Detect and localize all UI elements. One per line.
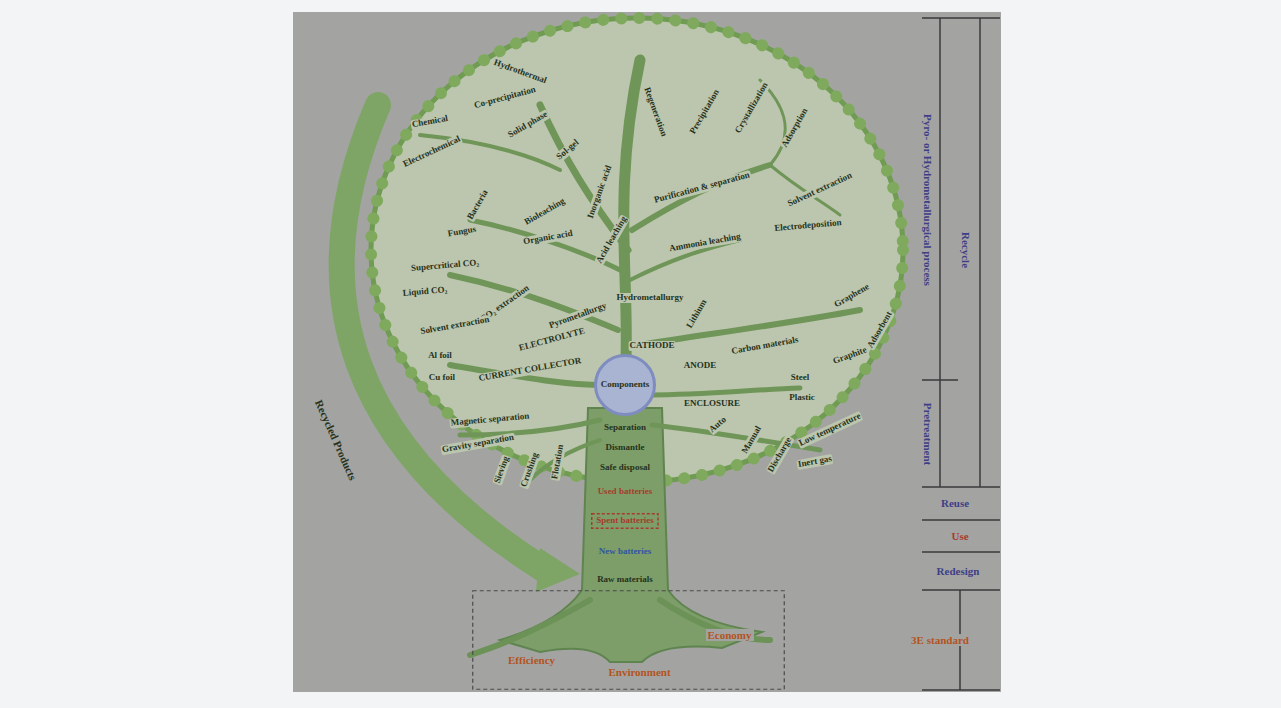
- stage-box: Spent batteries: [591, 513, 659, 529]
- branch-label: Pretreatment: [922, 402, 934, 467]
- branch-label: Graphite: [831, 345, 869, 367]
- branch-label: Precipitation: [688, 87, 722, 137]
- branch-label: Recycled Products: [312, 397, 359, 483]
- branch-label: Sieving: [492, 454, 512, 486]
- branch-label: Electrodeposition: [773, 218, 843, 234]
- branch-label: Cu foil: [428, 373, 456, 383]
- component-circle: Components: [594, 354, 656, 416]
- branch-label: Co-precipitation: [472, 85, 538, 111]
- branch-label: Safe disposal: [599, 463, 651, 473]
- stage-bracket: [922, 18, 1000, 690]
- stage-label: Spent batteries: [596, 516, 654, 526]
- tree-part: [371, 18, 903, 482]
- branch-label: Carbon materials: [730, 335, 800, 357]
- branch-label: Fungus: [446, 224, 478, 239]
- branch-label: Chemical: [410, 114, 450, 130]
- branch-label: Redesign: [936, 565, 981, 577]
- branch-label: CURRENT COLLECTOR: [477, 356, 583, 384]
- tree-part: [979, 18, 981, 487]
- tree-part: [371, 18, 903, 482]
- branch-label: Lithium: [684, 297, 709, 331]
- branch-label: Discharge: [766, 435, 795, 475]
- canopy: [371, 18, 903, 482]
- tree-part: [939, 18, 941, 380]
- tree-part: [470, 600, 770, 655]
- tree-part: [922, 589, 1000, 591]
- tree-part: [922, 17, 1000, 19]
- branch-label: Used batteries: [597, 487, 654, 497]
- branch-label: CATHODE: [629, 341, 676, 351]
- branch-label: Plastic: [788, 393, 816, 403]
- branch-label: Purification & separation: [652, 170, 752, 206]
- tree-part: [650, 388, 800, 395]
- branch-label: Adsorption: [779, 106, 810, 150]
- picture-ground: [293, 12, 1001, 692]
- branch-label: Al foil: [427, 351, 453, 361]
- root-label: Economy: [706, 629, 754, 641]
- branch-label: Hydrometallurgy: [616, 293, 685, 303]
- circle-label: Components: [601, 380, 650, 390]
- branch-label: Adsorbent: [865, 309, 895, 351]
- branch-label: Crushing: [519, 450, 541, 489]
- branch-label: Raw materials: [596, 575, 654, 585]
- tree-part: [536, 548, 580, 592]
- branch-label: Liquid CO₂: [401, 285, 448, 299]
- branch-label: Solvent extraction: [419, 315, 491, 337]
- branch-label: Electrochemical: [401, 134, 463, 170]
- trunk: [470, 408, 770, 662]
- branch-label: Sol-gel: [554, 137, 582, 163]
- tree-part: [922, 551, 1000, 553]
- dashed-outline: [472, 591, 784, 690]
- branch-label: New batteries: [598, 547, 653, 557]
- branch-label: Ammonia leaching: [668, 232, 743, 255]
- branch-label: Auto: [707, 414, 729, 435]
- branch-label: Inert gas: [796, 454, 833, 470]
- branch-label: ANODE: [683, 361, 718, 371]
- tree-part: [652, 425, 820, 450]
- branch-label: Supercritical CO₂: [410, 258, 481, 274]
- branch-label: Manual: [740, 424, 765, 457]
- branch-label: Regeneration: [641, 85, 669, 139]
- branch-label: Low temperature: [797, 411, 864, 449]
- branch-label: Bacteria: [465, 188, 491, 223]
- branch-label: Solid phase: [506, 109, 551, 140]
- branch-label: Flotation: [550, 443, 566, 481]
- tree-part: [922, 486, 1000, 488]
- branch-label: Graphene: [832, 282, 872, 311]
- tree-part: [939, 380, 941, 487]
- branch-label: Inorganic acid: [585, 163, 614, 221]
- branch-label: ENCLOSURE: [683, 399, 741, 409]
- branch-label: Pyro- or Hydrometallurgical process: [922, 113, 934, 287]
- branch-label: Solvent extraction: [785, 170, 854, 209]
- branch-label: Dismantle: [605, 443, 646, 453]
- dashed-outline: [592, 514, 658, 528]
- branch-label: Crystallization: [733, 80, 771, 136]
- branch-label: Magnetic separation: [449, 412, 530, 429]
- branch-label: Acid leaching: [594, 214, 630, 266]
- root-box: EfficiencyEnvironment Economy: [472, 590, 785, 690]
- branch-label: Hydrothermal: [491, 58, 548, 87]
- branches: [420, 60, 860, 480]
- branch-label: 3E standard: [910, 634, 970, 646]
- branch-label: Bioleaching: [522, 196, 568, 228]
- branch-label: Separation: [603, 423, 647, 433]
- circle-outline: [596, 356, 655, 415]
- branch-label: Use: [950, 530, 969, 542]
- branch-label: Gravity separation: [440, 433, 515, 456]
- root-label: Efficiency: [506, 654, 557, 666]
- tree-part: [922, 379, 958, 381]
- branch-label: Organic acid: [522, 229, 575, 248]
- root-label: Environment: [606, 666, 672, 678]
- branch-label: Recycle: [960, 231, 972, 269]
- tree-part: [922, 689, 1000, 691]
- tree-part: [632, 165, 770, 230]
- branch-label: Reuse: [940, 497, 970, 509]
- tree-part: [922, 519, 1000, 521]
- branch-label: Steel: [790, 373, 811, 383]
- tree-part: [640, 310, 860, 345]
